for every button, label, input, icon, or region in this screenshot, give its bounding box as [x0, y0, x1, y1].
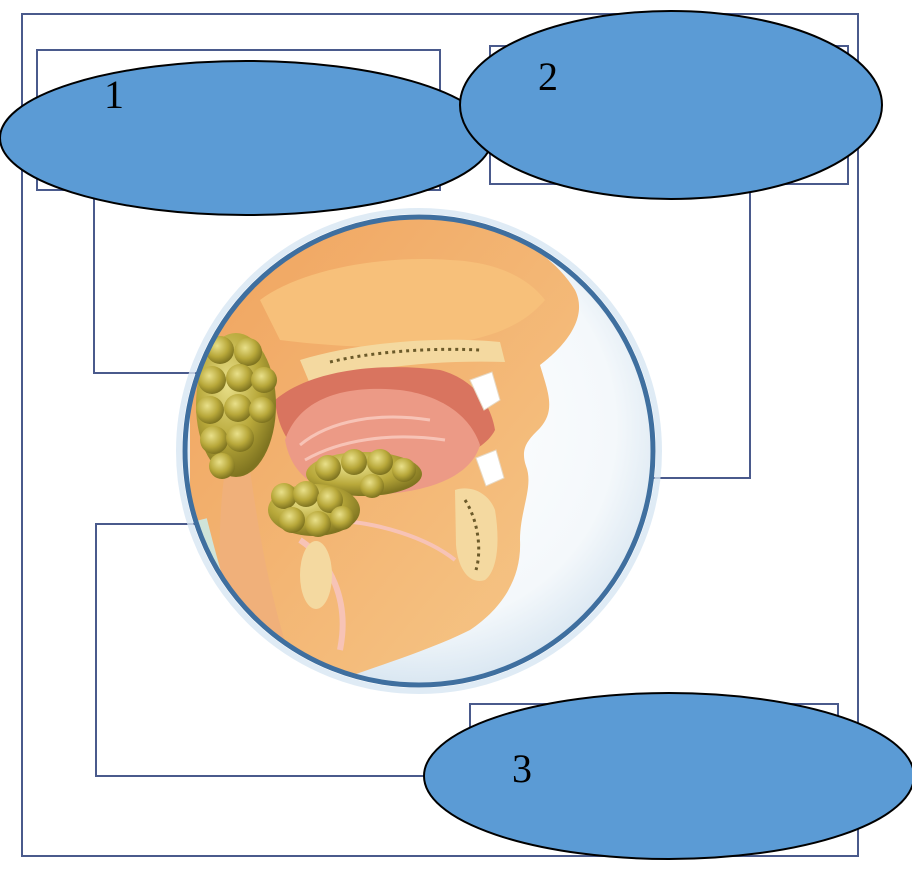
callout-3-label: 3 [512, 746, 532, 791]
callout-1-label: 1 [104, 72, 124, 117]
callout-2[interactable]: 2 [460, 11, 882, 199]
callout-1[interactable]: 1 [0, 61, 492, 215]
anatomy-illustration [179, 211, 659, 691]
callout-3[interactable]: 3 [424, 693, 912, 859]
callout-2-label: 2 [538, 54, 558, 99]
